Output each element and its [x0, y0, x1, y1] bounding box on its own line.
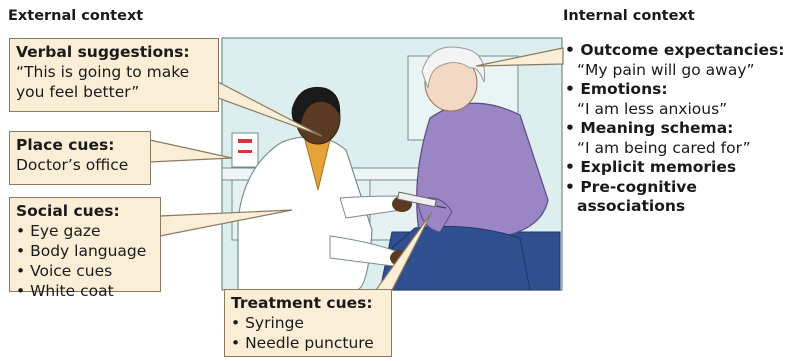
meaning-schema-label: Meaning schema: — [565, 119, 795, 139]
social-cue-item: Eye gaze — [16, 221, 154, 241]
treatment-cues-title: Treatment cues: — [231, 293, 385, 313]
place-pointer — [150, 140, 232, 162]
verbal-suggestions-title: Verbal suggestions: — [16, 42, 212, 62]
place-cues-title: Place cues: — [16, 135, 144, 155]
outcome-quote: “My pain will go away” — [565, 61, 795, 81]
explicit-memories-label: Explicit memories — [565, 158, 795, 178]
meaning-quote: “I am being cared for” — [565, 139, 795, 159]
social-cue-item: Voice cues — [16, 261, 154, 281]
treatment-cue-item: Needle puncture — [231, 333, 385, 353]
place-cues-box: Place cues: Doctor’s office — [9, 131, 151, 185]
emotions-label: Emotions: — [565, 80, 795, 100]
verbal-suggestions-box: Verbal suggestions: “This is going to ma… — [9, 38, 219, 112]
treatment-cues-box: Treatment cues: Syringe Needle puncture — [224, 289, 392, 357]
verbal-quote-line-2: you feel better” — [16, 82, 212, 102]
social-cues-title: Social cues: — [16, 201, 154, 221]
verbal-quote-line-1: “This is going to make — [16, 62, 212, 82]
associations-label: associations — [565, 197, 795, 217]
place-cues-line: Doctor’s office — [16, 155, 144, 175]
treatment-cue-item: Syringe — [231, 313, 385, 333]
social-cue-item: Body language — [16, 241, 154, 261]
social-cue-item: White coat — [16, 281, 154, 301]
pre-cognitive-label: Pre-cognitive — [565, 178, 795, 198]
outcome-expectancies-label: Outcome expectancies: — [565, 41, 795, 61]
social-cues-box: Social cues: Eye gaze Body language Voic… — [9, 197, 161, 292]
emotions-quote: “I am less anxious” — [565, 100, 795, 120]
internal-context-list: Outcome expectancies: “My pain will go a… — [565, 41, 795, 217]
